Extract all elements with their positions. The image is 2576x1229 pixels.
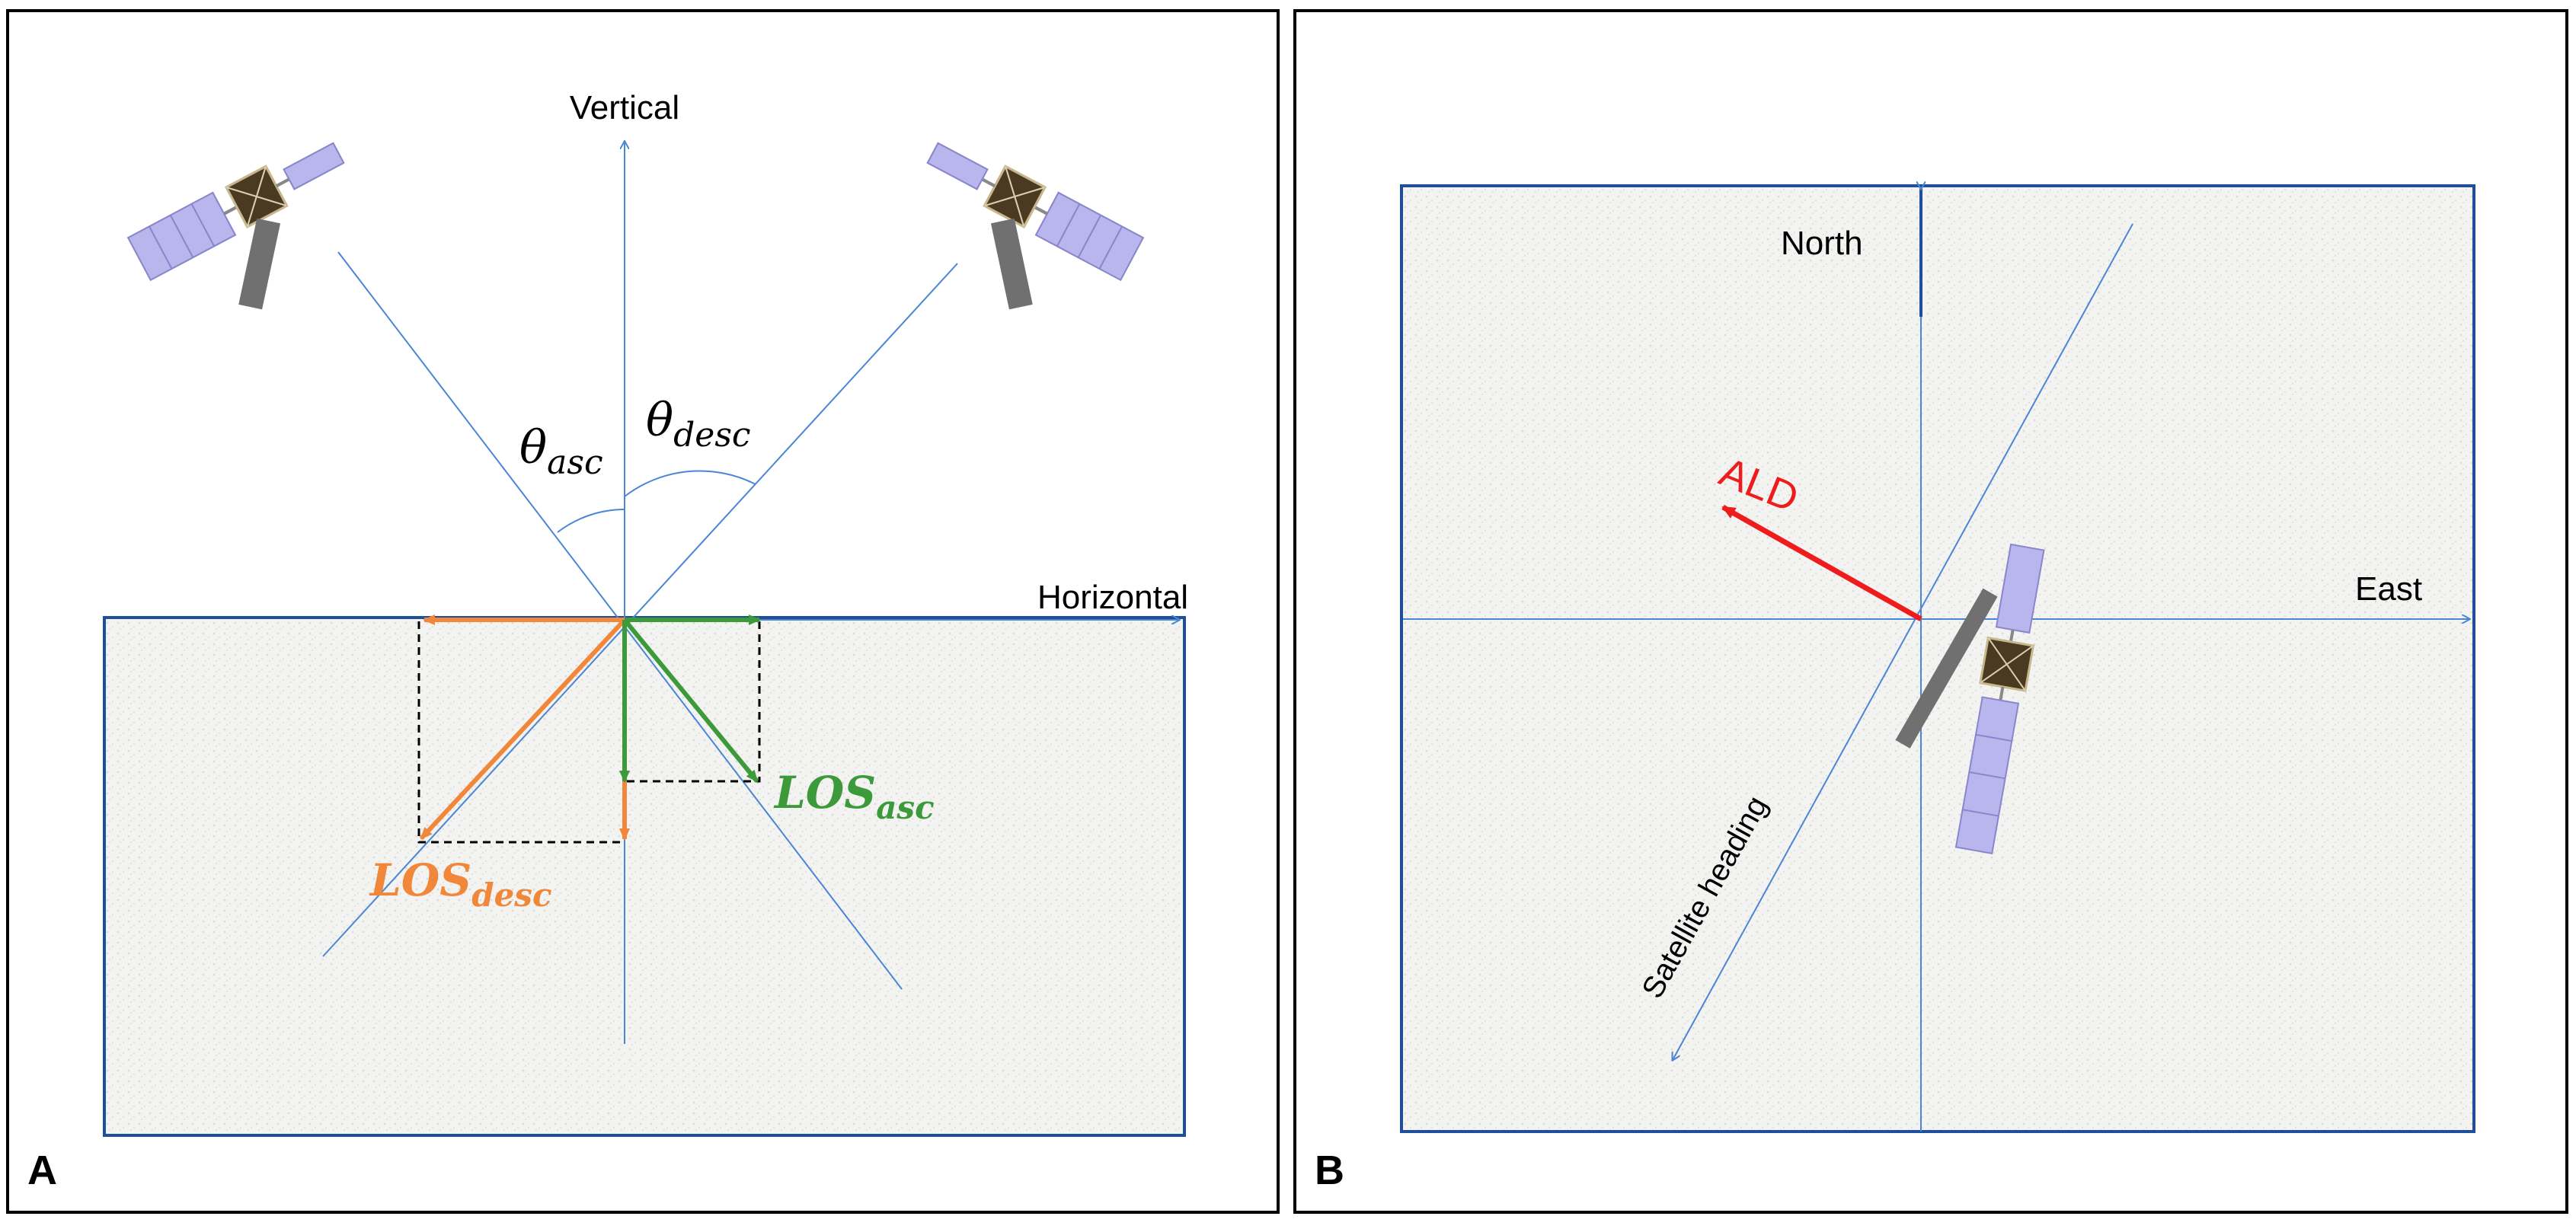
vertical-label: Vertical <box>570 89 679 126</box>
ground-box <box>103 616 1186 1137</box>
panel-a-diagram: Vertical Horizontal θasc θdesc LOSasc LO… <box>103 89 1188 1137</box>
theta-desc-arc <box>624 470 756 497</box>
los-desc-arrow <box>419 618 627 841</box>
panel-b-diagram: North East ALD Satellite heading <box>1400 12 2475 1133</box>
panel-b: North East ALD Satellite heading B <box>1293 9 2568 1214</box>
asc-projection-lines <box>625 621 761 783</box>
satellite-icon <box>128 132 386 349</box>
horizontal-label: Horizontal <box>1037 579 1188 616</box>
los-asc-label: LOSasc <box>773 767 935 826</box>
desc-projection-lines <box>417 621 625 844</box>
ald-arrow <box>1721 504 1922 622</box>
panel-a: Vertical Horizontal θasc θdesc LOSasc LO… <box>6 9 1280 1214</box>
theta-desc-label: θdesc <box>646 394 751 455</box>
satellite-icon <box>885 132 1143 349</box>
satellite-heading-line <box>1673 223 2133 1060</box>
north-label: North <box>1781 225 1863 262</box>
satellite-icon <box>1895 543 2045 854</box>
los-asc-arrow <box>622 618 759 783</box>
panel-a-letter: A <box>27 1148 57 1193</box>
theta-asc-arc <box>557 509 625 533</box>
map-box <box>1400 184 2475 1133</box>
theta-asc-label: θasc <box>519 421 603 482</box>
desc-look-line <box>322 263 958 957</box>
los-desc-label: LOSdesc <box>369 854 552 914</box>
panel-b-letter: B <box>1315 1148 1344 1193</box>
east-label: East <box>2355 570 2422 608</box>
